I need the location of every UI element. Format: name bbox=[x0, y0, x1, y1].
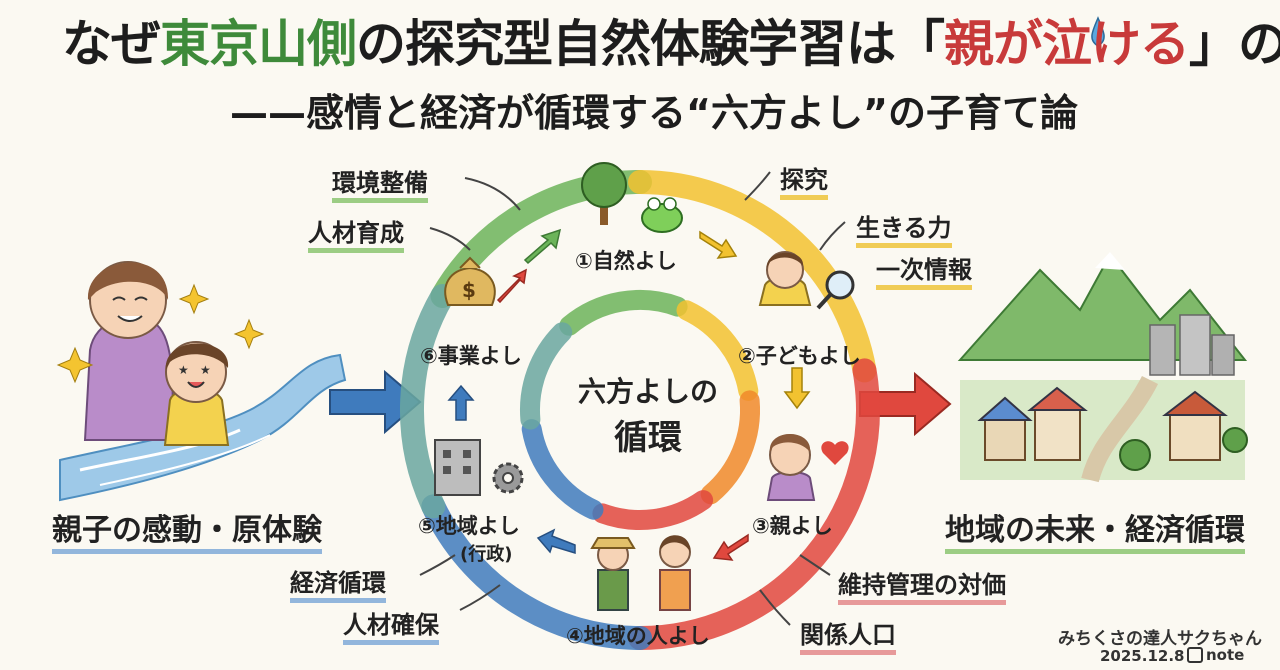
label-env: 環境整備 bbox=[332, 163, 428, 203]
label-connectors bbox=[419, 171, 846, 626]
inner-ring-teal bbox=[519, 322, 573, 430]
center-line1: 六方よしの bbox=[578, 375, 719, 408]
small-flow-arrows bbox=[447, 228, 811, 561]
parent-crying-heart-icon bbox=[766, 434, 849, 501]
building-gear-icon bbox=[434, 439, 524, 496]
town-illustration bbox=[957, 252, 1248, 483]
outer-ring-teal bbox=[400, 284, 455, 519]
svg-text:★: ★ bbox=[200, 363, 211, 377]
label-life: 生きる力 bbox=[856, 208, 952, 248]
child-magnifier-icon bbox=[758, 251, 855, 310]
sparkle-icons bbox=[56, 283, 265, 384]
money-bag-icon: $ bbox=[444, 256, 527, 306]
label-inquiry: 探究 bbox=[780, 160, 828, 200]
date: 2025.12.8 bbox=[1100, 647, 1185, 665]
node-parent-label: ③親よし bbox=[752, 514, 833, 538]
label-hr: 人材育成 bbox=[308, 213, 404, 253]
inner-ring-blue bbox=[521, 419, 604, 520]
label-econ: 経済循環 bbox=[290, 563, 386, 603]
page-title: なぜ東京山側の探究型自然体験学習は「親が泣ける」のか？ bbox=[62, 4, 1280, 76]
water-drop-icon bbox=[1091, 16, 1105, 47]
inner-ring-green bbox=[559, 290, 688, 336]
svg-text:$: $ bbox=[462, 278, 476, 302]
node-people-label: ④地域の人よし bbox=[566, 624, 710, 648]
node-nature-label: ①自然よし bbox=[575, 249, 677, 273]
title-part2: 東京山側 bbox=[160, 15, 357, 73]
inner-ring-red bbox=[592, 490, 714, 530]
node-region-sublabel: (行政) bbox=[460, 544, 513, 565]
node-region-label: ⑤地域よし bbox=[418, 514, 520, 538]
center-label: 六方よしの 循環 bbox=[578, 370, 718, 459]
inner-ring-yellow bbox=[676, 300, 759, 401]
author-signature: みちくさの達人サクちゃん bbox=[1058, 629, 1262, 649]
title-part1: なぜ bbox=[62, 15, 161, 73]
farmers-handshake-icon bbox=[590, 535, 691, 611]
center-line2: 循環 bbox=[614, 418, 682, 458]
node-business-label: ⑥事業よし bbox=[420, 344, 522, 368]
outer-ring bbox=[400, 170, 880, 650]
title-part5: 」のか？ bbox=[1189, 15, 1280, 73]
page-subtitle: ——感情と経済が循環する“六方よし”の子育て論 bbox=[230, 91, 1078, 135]
brand-note: note bbox=[1206, 646, 1245, 664]
inner-ring-orange bbox=[700, 390, 761, 505]
label-secure: 人材確保 bbox=[343, 605, 439, 645]
title-part4: 親が泣ける bbox=[944, 15, 1190, 73]
node-child-label: ②子どもよし bbox=[738, 344, 861, 368]
child-figure: ★ ★ bbox=[163, 341, 230, 446]
svg-text:★: ★ bbox=[178, 363, 189, 377]
label-maint: 維持管理の対価 bbox=[838, 565, 1006, 605]
outer-ring-blue bbox=[421, 494, 652, 650]
outer-ring-red bbox=[628, 358, 880, 650]
left-caption: 親子の感動・原体験 bbox=[52, 505, 322, 554]
right-caption: 地域の未来・経済循環 bbox=[945, 505, 1245, 554]
title-part3: の探究型自然体験学習は「 bbox=[356, 15, 945, 73]
parent-figure bbox=[83, 261, 174, 441]
inner-ring bbox=[519, 290, 761, 530]
label-info: 一次情報 bbox=[876, 250, 972, 290]
tree-frog-icon bbox=[581, 162, 683, 233]
label-relation: 関係人口 bbox=[800, 615, 896, 655]
outer-ring-yellow bbox=[628, 170, 877, 383]
note-logo-icon bbox=[1187, 647, 1203, 663]
